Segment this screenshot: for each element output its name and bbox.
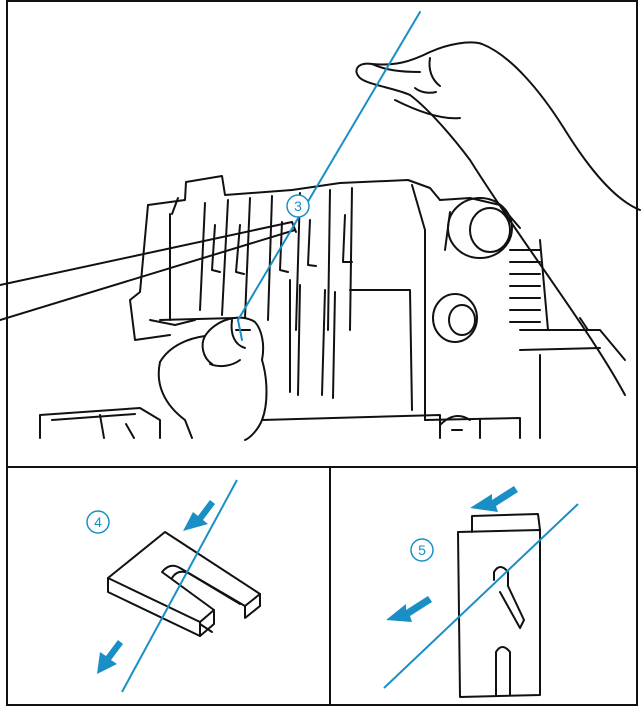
arrow-icon	[386, 486, 518, 622]
thread-line-step4	[121, 479, 238, 693]
serger-machine-icon	[129, 175, 626, 439]
step-5-label: 5	[418, 542, 426, 558]
thread-guide-icon	[107, 531, 261, 637]
step-4-label: 4	[94, 514, 102, 530]
step-3-badge: 3	[286, 194, 310, 218]
right-hand-icon	[355, 41, 641, 396]
arrow-icon	[97, 500, 215, 674]
top-panel-frame	[6, 0, 638, 468]
step-5-badge: 5	[410, 538, 434, 562]
looper-guide-icon	[457, 513, 541, 698]
thread-line-step5	[383, 503, 579, 689]
machine-bed	[39, 407, 161, 439]
thread-line	[237, 11, 421, 341]
tweezers-icon	[0, 221, 297, 321]
bottom-left-panel: 4	[86, 479, 261, 693]
top-panel: 3	[0, 11, 641, 441]
bottom-right-panel-frame	[329, 466, 638, 706]
bottom-right-panel: 5	[383, 486, 579, 698]
step-4-badge: 4	[86, 510, 110, 534]
panel-frames	[6, 0, 638, 706]
bottom-left-panel-frame	[6, 466, 331, 706]
left-hand-icon	[157, 316, 268, 441]
step-3-label: 3	[294, 198, 302, 214]
